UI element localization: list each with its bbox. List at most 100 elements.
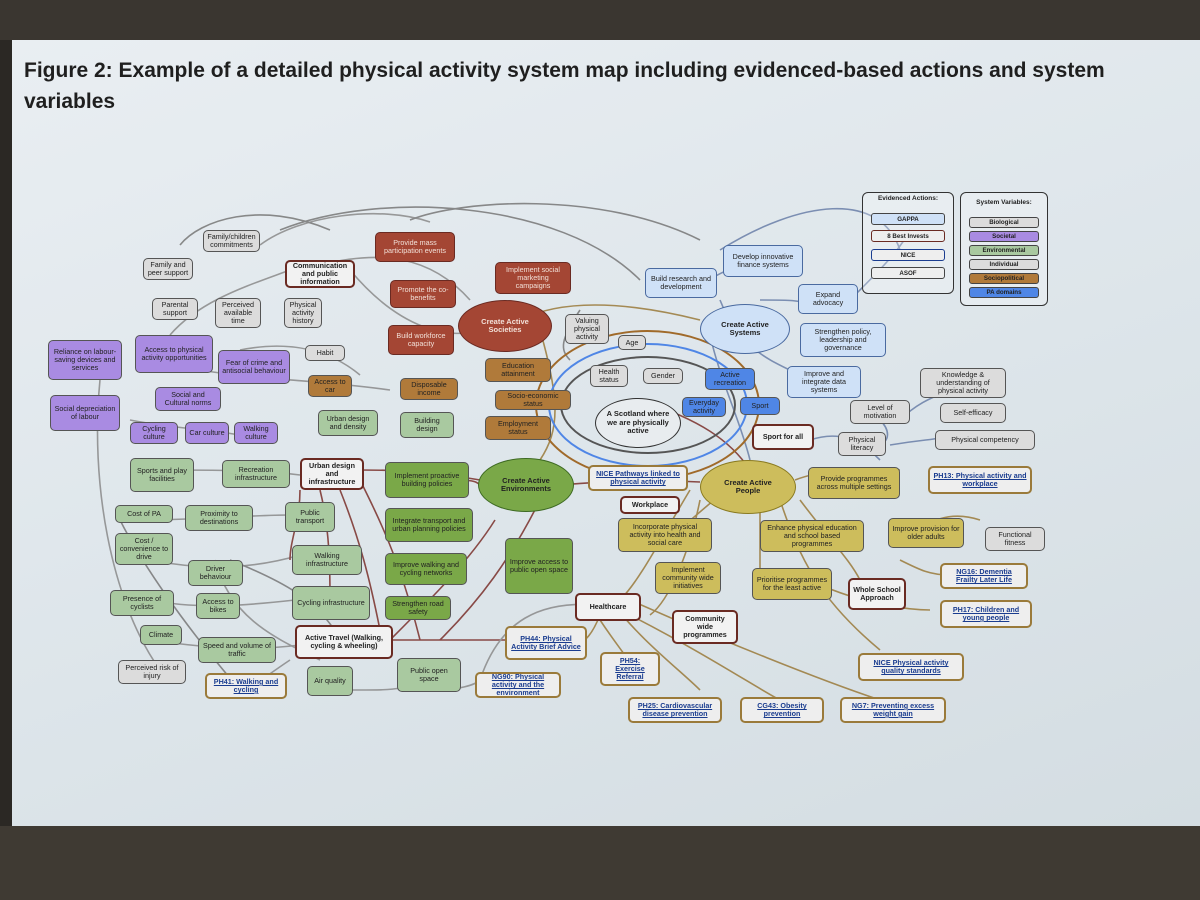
legend-individual: Individual [969,259,1039,270]
node-perceived-injury: Perceived risk of injury [118,660,186,684]
legend-environmental: Environmental [969,245,1039,256]
node-walking-infra: Walking infrastructure [292,545,362,575]
node-expand-advocacy: Expand advocacy [798,284,858,314]
node-perceived-time: Perceived available time [215,298,261,328]
node-functional-fitness: Functional fitness [985,527,1045,551]
node-presence-cyclists: Presence of cyclists [110,590,174,616]
hub-create-active-societies: Create Active Societies [458,300,552,352]
node-employment: Employment status [485,416,551,440]
node-physical-literacy: Physical literacy [838,432,886,456]
node-improve-older: Improve provision for older adults [888,518,964,548]
legend-variables-title: System Variables: [976,199,1032,206]
node-disposable-income: Disposable income [400,378,458,400]
node-strengthen-policy: Strengthen policy, leadership and govern… [800,323,886,357]
node-workplace: Workplace [620,496,680,514]
node-ng16: NG16: Dementia Frailty Later Life [940,563,1028,589]
node-whole-school: Whole School Approach [848,578,906,610]
hub-create-active-people: Create Active People [700,460,796,514]
room-background-bottom [0,826,1200,900]
centre-goal: A Scotland where we are physically activ… [595,398,681,448]
legend-system-variables: System Variables: Biological Societal En… [960,192,1048,306]
node-mass-participation: Provide mass participation events [375,232,455,262]
node-fear-crime: Fear of crime and antisocial behaviour [218,350,290,384]
node-improve-open-space: Improve access to public open space [505,538,573,594]
node-walking-culture: Walking culture [234,422,278,444]
legend-evidenced-actions: Evidenced Actions: GAPPA 8 Best Invests … [862,192,954,294]
node-social-depreciation: Social depreciation of labour [50,395,120,431]
slide-title: Figure 2: Example of a detailed physical… [24,59,1105,113]
legend-8-best-invests: 8 Best Invests [871,230,945,242]
node-education: Education attainment [485,358,551,382]
node-ng90: NG90: Physical activity and the environm… [475,672,561,698]
node-implement-community: Implement community wide initiatives [655,562,721,594]
legend-societal: Societal [969,231,1039,242]
node-prioritise: Prioritise programmes for the least acti… [752,568,832,600]
legend-sociopolitical: Sociopolitical [969,273,1039,284]
node-driver-behaviour: Driver behaviour [188,560,243,586]
node-public-transport: Public transport [285,502,335,532]
node-nice-pathways: NICE Pathways linked to physical activit… [588,465,688,491]
node-age: Age [618,335,646,350]
node-family-peer: Family and peer support [143,258,193,280]
node-promote-co-benefits: Promote the co-benefits [390,280,456,308]
node-pa-history: Physical activity history [284,298,322,328]
node-ph41: PH41: Walking and cycling [205,673,287,699]
node-access-car: Access to car [308,375,352,397]
node-ph54: PH54: Exercise Referral [600,652,660,686]
node-climate: Climate [140,625,182,645]
node-community-programmes: Community wide programmes [672,610,738,644]
node-ng7: NG7: Preventing excess weight gain [840,697,946,723]
node-health: Health status [590,365,628,387]
node-provide-programmes: Provide programmes across multiple setti… [808,467,900,499]
node-cycling-culture: Cycling culture [130,422,178,444]
legend-nice: NICE [871,249,945,261]
node-building-design: Building design [400,412,454,438]
legend-asof: ASOF [871,267,945,279]
node-social-norms: Social and Cultural norms [155,387,221,411]
node-enhance-pe: Enhance physical education and school ba… [760,520,864,552]
node-ph17: PH17: Children and young people [940,600,1032,628]
node-cost-drive: Cost / convenience to drive [115,533,173,565]
node-sport: Sport [740,397,780,415]
node-air-quality: Air quality [307,666,353,696]
legend-pa-domains: PA domains [969,287,1039,298]
node-speed-traffic: Speed and volume of traffic [198,637,276,663]
node-public-open-space: Public open space [397,658,461,692]
node-access-opportunities: Access to physical activity opportunitie… [135,335,213,373]
node-ph13: PH13: Physical activity and workplace [928,466,1032,494]
legend-actions-title: Evidenced Actions: [877,195,939,202]
node-habit: Habit [305,345,345,361]
node-healthcare: Healthcare [575,593,641,621]
node-car-culture: Car culture [185,422,229,444]
node-knowledge: Knowledge & understanding of physical ac… [920,368,1006,398]
legend-biological: Biological [969,217,1039,228]
node-family-children: Family/children commitments [203,230,260,252]
node-ph44: PH44: Physical Activity Brief Advice [505,626,587,660]
node-social-marketing: Implement social marketing campaigns [495,262,571,294]
node-proximity: Proximity to destinations [185,505,253,531]
node-cg43: CG43: Obesity prevention [740,697,824,723]
room-background-top [0,0,1200,40]
node-improve-data: Improve and integrate data systems [787,366,861,398]
node-develop-finance: Develop innovative finance systems [723,245,803,277]
node-sports-facilities: Sports and play facilities [130,458,194,492]
node-access-bikes: Access to bikes [196,593,240,619]
node-gender: Gender [643,368,683,384]
node-socioeconomic: Socio-economic status [495,390,571,410]
node-recreation-infra: Recreation infrastructure [222,460,290,488]
node-active-recreation: Active recreation [705,368,755,390]
node-physical-competency: Physical competency [935,430,1035,450]
legend-gappa: GAPPA [871,213,945,225]
node-incorporate-pa: Incorporate physical activity into healt… [618,518,712,552]
node-urban-density: Urban design and density [318,410,378,436]
node-active-travel: Active Travel (Walking, cycling & wheeli… [295,625,393,659]
node-urban-infrastructure: Urban design and infrastructure [300,458,364,490]
node-build-workforce: Build workforce capacity [388,325,454,355]
hub-create-active-systems: Create Active Systems [700,304,790,354]
node-reliance: Reliance on labour-saving devices and se… [48,340,122,380]
node-everyday: Everyday activity [682,397,726,417]
node-cycling-infra: Cycling infrastructure [292,586,370,620]
node-cost-pa: Cost of PA [115,505,173,523]
node-ph25: PH25: Cardiovascular disease prevention [628,697,722,723]
node-communication: Communication and public information [285,260,355,288]
